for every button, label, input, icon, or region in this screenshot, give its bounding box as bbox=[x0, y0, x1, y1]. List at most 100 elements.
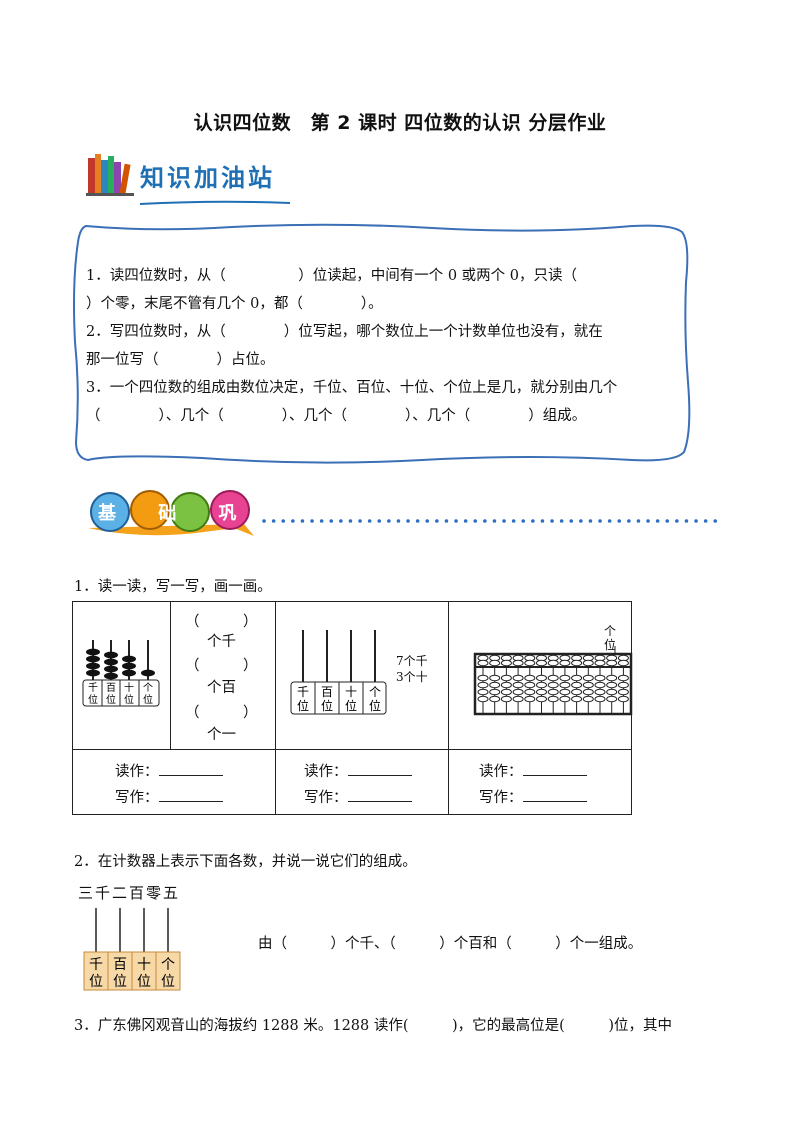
answer-cell-3: 读作： 写作： bbox=[448, 749, 632, 815]
question-2: 2．在计数器上表示下面各数，并说一说它们的组成。 bbox=[74, 854, 417, 870]
suanpan-bead bbox=[524, 681, 536, 689]
svg-text:位: 位 bbox=[297, 698, 309, 713]
suanpan-bead bbox=[536, 681, 547, 689]
question-3: 3．广东佛冈观音山的海拔约 1288 米。1288 读作( )，它的最高位是( … bbox=[74, 1018, 672, 1034]
composition-cell: （ ） 个千 （ ） 个百 （ ） 个一 bbox=[170, 601, 276, 750]
read-answer-2[interactable] bbox=[347, 763, 412, 776]
suanpan-bead bbox=[547, 681, 559, 689]
svg-text:百: 百 bbox=[113, 957, 127, 973]
suanpan-bead bbox=[500, 659, 512, 667]
counter-drawing: 千位 百位 十位 个位 bbox=[82, 906, 202, 994]
suanpan-bead bbox=[571, 695, 583, 703]
suanpan-bead bbox=[559, 681, 571, 689]
svg-text:十: 十 bbox=[345, 685, 357, 699]
suanpan-bead bbox=[512, 681, 524, 689]
suanpan-bead bbox=[617, 695, 629, 703]
suanpan-bead bbox=[606, 659, 618, 667]
abacus-cell-2: 千位 百位 十位 个位 7个千 3个十 bbox=[275, 601, 449, 750]
suanpan-bead bbox=[559, 695, 571, 703]
suanpan-bead bbox=[617, 681, 629, 689]
suanpan-bead bbox=[547, 674, 559, 682]
suanpan-bead bbox=[559, 659, 571, 667]
suanpan-bead bbox=[606, 688, 618, 696]
abacus-1-drawing: 千位 百位 十位 个位 bbox=[82, 640, 160, 707]
page-title: 认识四位数 第 2 课时 四位数的认识 分层作业 bbox=[193, 112, 607, 134]
suanpan-bead bbox=[477, 695, 489, 703]
svg-text:十: 十 bbox=[124, 681, 134, 694]
suanpan-bead bbox=[477, 681, 489, 689]
dotted-divider bbox=[262, 509, 722, 523]
write-answer-3[interactable] bbox=[522, 789, 587, 802]
write-label-2: 写作： bbox=[304, 790, 348, 806]
note-three-tens: 3个十 bbox=[396, 670, 428, 684]
exercise-table: 千位 百位 十位 个位 （ ） 个千 （ ） 个百 （ ） 个一 bbox=[72, 601, 633, 815]
knowledge-box bbox=[72, 222, 694, 466]
svg-text:位: 位 bbox=[143, 693, 153, 706]
svg-text:个: 个 bbox=[143, 682, 153, 694]
knowledge-line-5: 3．一个四位数的组成由数位决定，千位、百位、十位、个位上是几，就分别由几个 bbox=[86, 380, 618, 396]
suanpan-bead bbox=[500, 688, 512, 696]
suanpan-bead bbox=[617, 688, 629, 696]
svg-text:位: 位 bbox=[89, 974, 103, 990]
suanpan-bead bbox=[500, 681, 512, 689]
abacus-2-drawing: 千位 百位 十位 个位 bbox=[290, 630, 387, 715]
label-hundreds: 个百 bbox=[207, 680, 236, 696]
blank-ones[interactable]: （ ） bbox=[185, 705, 258, 721]
suanpan-bead bbox=[559, 688, 571, 696]
read-label-3: 读作： bbox=[479, 764, 523, 780]
answer-cell-2: 读作： 写作： bbox=[275, 749, 449, 815]
knowledge-line-2: ）个零，末尾不管有几个 0，都（ ）。 bbox=[86, 296, 383, 312]
write-label-1: 写作： bbox=[115, 790, 159, 806]
svg-text:位: 位 bbox=[161, 974, 175, 990]
read-answer-1[interactable] bbox=[158, 763, 223, 776]
suanpan-bead bbox=[606, 695, 618, 703]
svg-text:位: 位 bbox=[124, 693, 134, 706]
svg-text:千: 千 bbox=[89, 957, 103, 973]
suanpan-bead bbox=[536, 674, 547, 682]
suanpan-bead bbox=[489, 674, 501, 682]
suanpan-bead bbox=[524, 688, 536, 696]
section-banner-basics: 基 础 巩 固 bbox=[98, 503, 315, 524]
suanpan-bead bbox=[512, 688, 524, 696]
suanpan-bead bbox=[571, 681, 583, 689]
section-banner-basics-bg bbox=[84, 488, 260, 540]
svg-text:十: 十 bbox=[137, 957, 151, 973]
suanpan-bead bbox=[524, 659, 536, 667]
suanpan-bead bbox=[571, 659, 583, 667]
write-answer-1[interactable] bbox=[158, 789, 223, 802]
suanpan-bead bbox=[547, 695, 559, 703]
svg-text:千: 千 bbox=[297, 685, 309, 699]
suanpan-bead bbox=[489, 659, 501, 667]
suanpan-bead bbox=[489, 681, 501, 689]
svg-text:百: 百 bbox=[106, 682, 116, 694]
suanpan-bead bbox=[571, 674, 583, 682]
svg-text:位: 位 bbox=[369, 698, 381, 713]
svg-text:个: 个 bbox=[369, 685, 381, 699]
suanpan-bead bbox=[571, 688, 583, 696]
suanpan-bead bbox=[594, 674, 606, 682]
suanpan-bead bbox=[489, 688, 501, 696]
knowledge-line-1: 1．读四位数时，从（ ）位读起，中间有一个 0 或两个 0，只读（ bbox=[86, 268, 578, 284]
suanpan-bead bbox=[512, 674, 524, 682]
suanpan-bead bbox=[594, 681, 606, 689]
note-seven-thousands: 7个千 bbox=[396, 654, 428, 668]
suanpan-bead bbox=[477, 674, 489, 682]
svg-text:个: 个 bbox=[161, 957, 175, 973]
suanpan-ones-label: 个 位 bbox=[603, 624, 616, 652]
section-banner-knowledge: 知识加油站 bbox=[140, 164, 275, 192]
suanpan-bead bbox=[512, 659, 524, 667]
read-answer-3[interactable] bbox=[522, 763, 587, 776]
label-thousands: 个千 bbox=[207, 634, 236, 650]
suanpan-bead bbox=[547, 688, 559, 696]
blank-hundreds[interactable]: （ ） bbox=[185, 658, 258, 674]
number-in-words: 三千二百零五 bbox=[78, 884, 181, 902]
suanpan-cell: 个 位 bbox=[448, 601, 633, 750]
suanpan-bead bbox=[617, 659, 629, 667]
suanpan-bead bbox=[582, 681, 594, 689]
svg-text:千: 千 bbox=[88, 682, 98, 694]
knowledge-line-4: 那一位写（ ）占位。 bbox=[86, 352, 275, 368]
abacus-cell-1: 千位 百位 十位 个位 bbox=[72, 601, 171, 750]
write-answer-2[interactable] bbox=[347, 789, 412, 802]
blank-thousands[interactable]: （ ） bbox=[185, 614, 258, 630]
knowledge-line-3: 2．写四位数时，从（ ）位写起，哪个数位上一个计数单位也没有，就在 bbox=[86, 324, 603, 340]
